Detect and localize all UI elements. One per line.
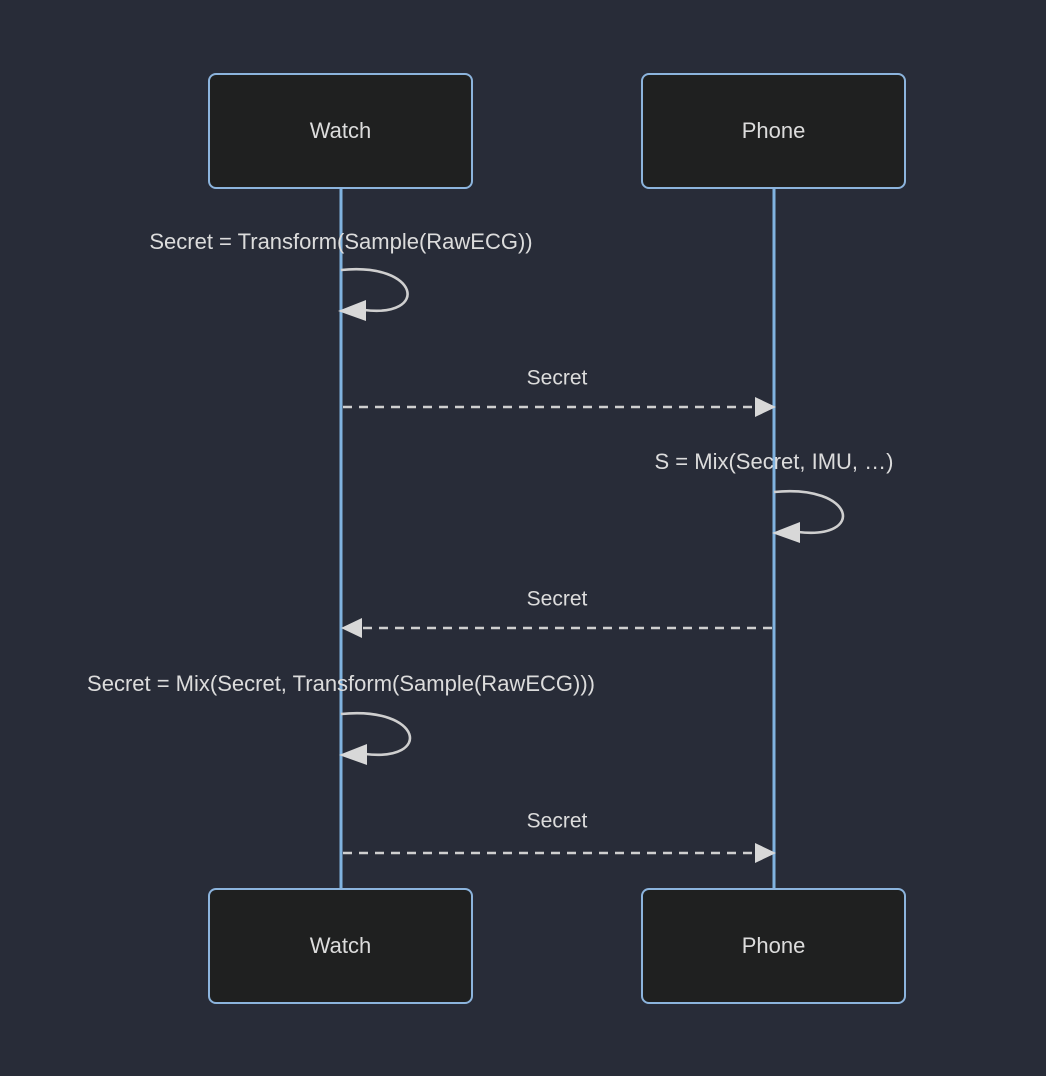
participant-box-phone-top[interactable] — [641, 73, 906, 189]
self-message-arrowhead-watch-mix — [339, 744, 367, 765]
participant-label-watch-bottom: Watch — [310, 933, 372, 958]
self-message-label-phone-mix: S = Mix(Secret, IMU, …) — [655, 449, 894, 474]
participant-label-phone-top: Phone — [742, 118, 806, 143]
message-arrowhead-secret-1 — [755, 397, 776, 417]
self-message-arrowhead-phone-mix — [772, 522, 800, 543]
message-label-secret-2: Secret — [527, 588, 588, 611]
participant-box-watch-bottom[interactable] — [208, 888, 473, 1004]
self-message-loop-phone-mix — [773, 489, 845, 535]
message-arrowhead-secret-2 — [341, 618, 362, 638]
self-message-label-watch-transform: Secret = Transform(Sample(RawECG)) — [149, 229, 532, 254]
message-label-secret-3: Secret — [527, 810, 588, 833]
message-label-secret-1: Secret — [527, 367, 588, 390]
participant-label-watch-top: Watch — [310, 118, 372, 143]
self-message-arrowhead-watch-transform — [338, 300, 366, 321]
self-message-loop-watch-transform — [340, 267, 409, 313]
participant-box-phone-bottom[interactable] — [641, 888, 906, 1004]
message-arrowhead-secret-3 — [755, 843, 776, 863]
self-message-loop-watch-mix — [340, 711, 412, 757]
participant-box-watch-top[interactable] — [208, 73, 473, 189]
self-message-label-watch-mix: Secret = Mix(Secret, Transform(Sample(Ra… — [87, 671, 595, 696]
participant-label-phone-bottom: Phone — [742, 933, 806, 958]
